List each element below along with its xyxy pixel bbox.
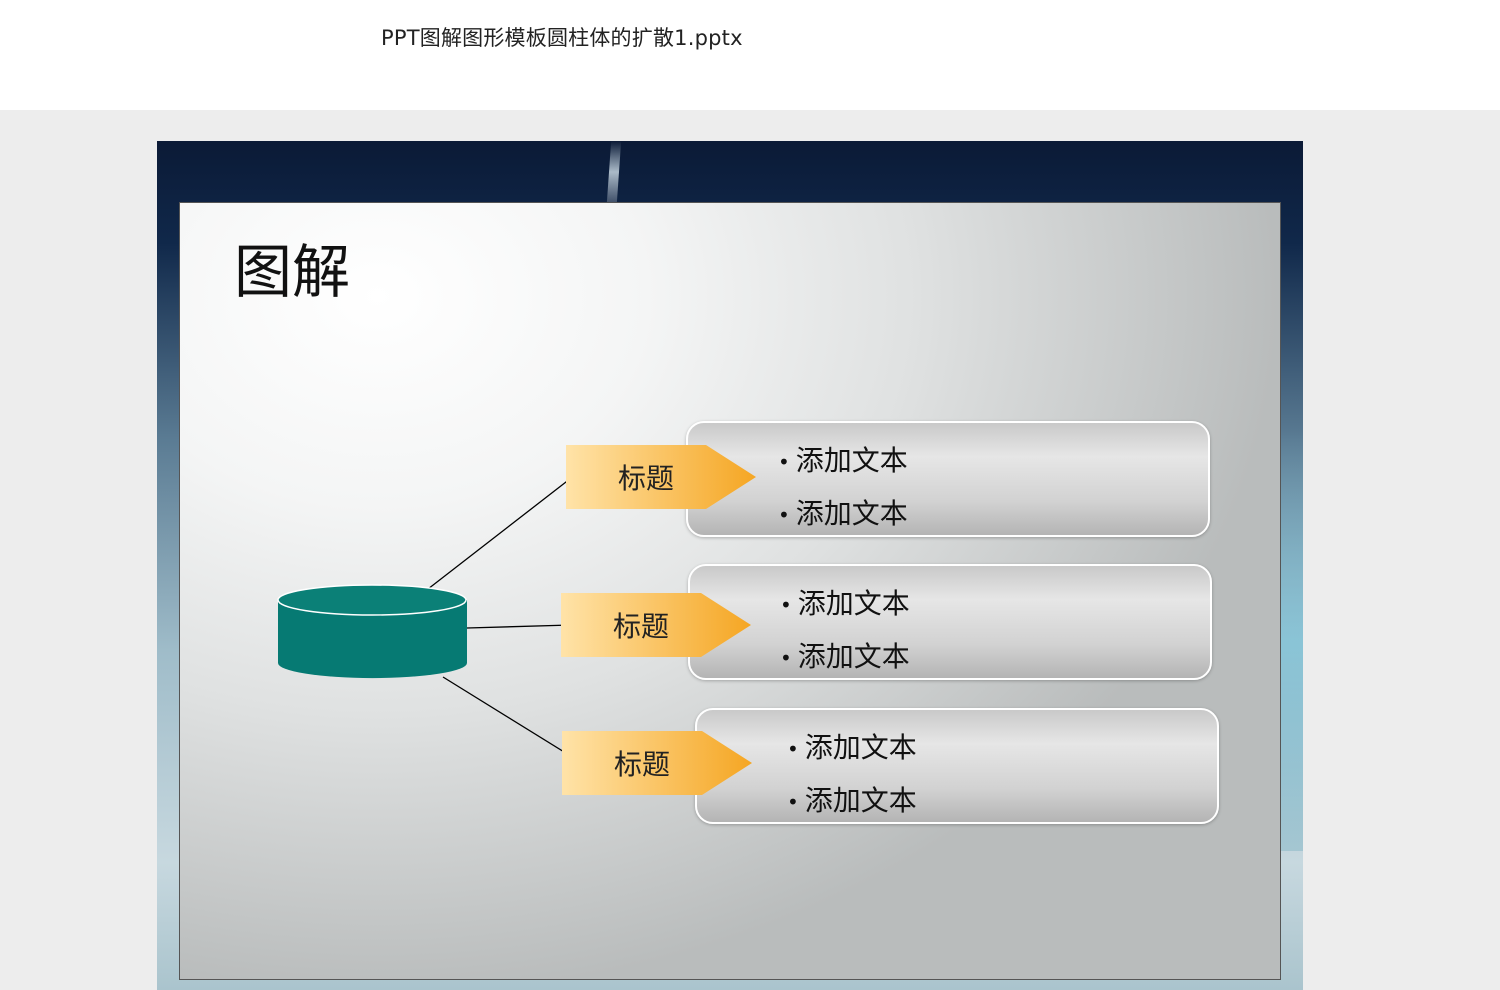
diagram-connectors xyxy=(277,470,587,768)
title-tag[interactable]: 标题 xyxy=(561,593,751,657)
slide-title: 图解 xyxy=(234,238,351,306)
connector-line xyxy=(442,676,583,764)
bullet-item: •添加文本 xyxy=(780,578,910,631)
bullet-icon: • xyxy=(780,646,792,670)
viewer-header: PPT图解图形模板圆柱体的扩散1.pptx xyxy=(0,0,1500,110)
text-box[interactable]: •添加文本 •添加文本 xyxy=(695,708,1219,824)
bullet-item: •添加文本 xyxy=(780,631,910,684)
title-tag[interactable]: 标题 xyxy=(566,445,756,509)
connector-line xyxy=(466,624,572,629)
bullet-icon: • xyxy=(787,737,799,761)
text-box[interactable]: •添加文本 •添加文本 xyxy=(686,421,1210,537)
bullet-item: •添加文本 xyxy=(778,435,908,488)
slide: 图解 •添加文本 •添加文本 xyxy=(157,141,1303,990)
bullet-item: •添加文本 xyxy=(787,722,917,775)
slide-content-panel: 图解 •添加文本 •添加文本 xyxy=(179,202,1281,980)
bullet-icon: • xyxy=(780,593,792,617)
cylinder-shape xyxy=(277,584,467,679)
bullet-icon: • xyxy=(778,503,790,527)
connector-line xyxy=(427,474,576,590)
tag-label: 标题 xyxy=(613,748,670,781)
bullet-item: •添加文本 xyxy=(778,488,908,541)
bullet-icon: • xyxy=(778,450,790,474)
title-tag[interactable]: 标题 xyxy=(562,731,752,795)
tag-label: 标题 xyxy=(612,610,669,643)
bullet-item: •添加文本 xyxy=(787,775,917,828)
bullet-icon: • xyxy=(787,790,799,814)
tag-label: 标题 xyxy=(617,462,674,495)
file-title: PPT图解图形模板圆柱体的扩散1.pptx xyxy=(381,26,743,50)
background-streak xyxy=(606,141,622,203)
text-box[interactable]: •添加文本 •添加文本 xyxy=(688,564,1212,680)
